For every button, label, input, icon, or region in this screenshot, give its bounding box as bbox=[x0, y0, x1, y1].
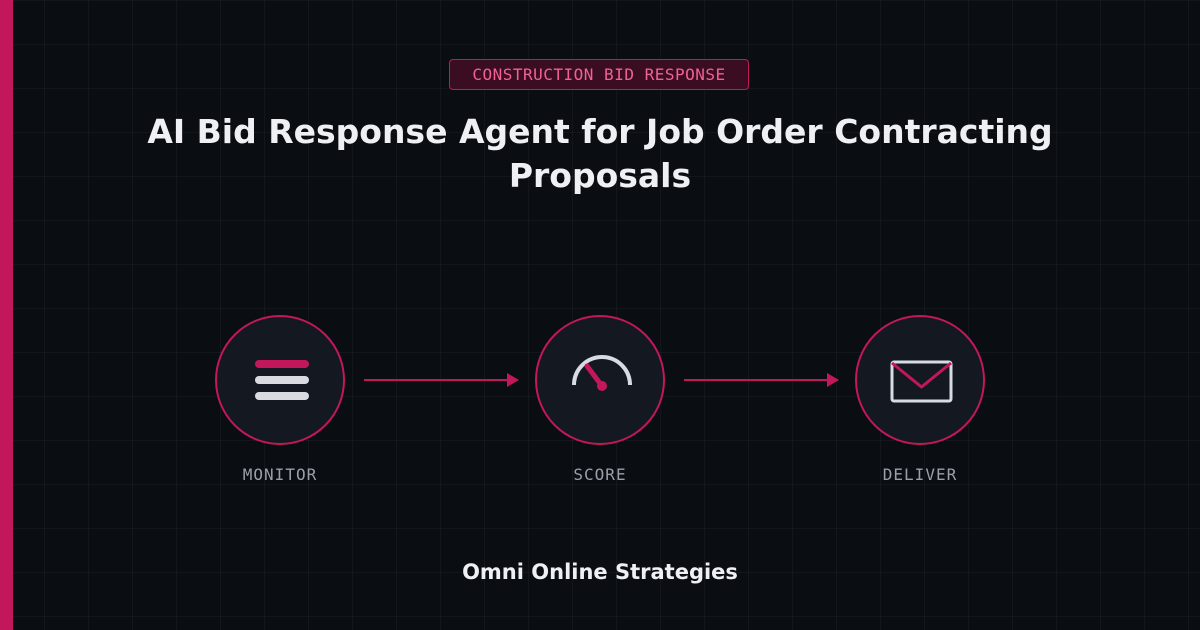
accent-bar bbox=[0, 0, 13, 630]
step-label-monitor: MONITOR bbox=[242, 465, 318, 484]
step-score bbox=[535, 315, 665, 445]
step-monitor bbox=[215, 315, 345, 445]
page-title: AI Bid Response Agent for Job Order Cont… bbox=[147, 112, 1053, 195]
step-label-deliver: DELIVER bbox=[882, 465, 958, 484]
company-name: Omni Online Strategies bbox=[462, 560, 738, 584]
step-label-score: SCORE bbox=[573, 465, 627, 484]
step-deliver bbox=[855, 315, 985, 445]
arrow-right-icon bbox=[364, 373, 519, 387]
envelope-icon bbox=[890, 360, 953, 403]
gauge-icon bbox=[572, 355, 632, 391]
list-icon bbox=[255, 360, 309, 400]
arrow-right-icon bbox=[684, 373, 839, 387]
category-badge: CONSTRUCTION BID RESPONSE bbox=[449, 59, 749, 90]
